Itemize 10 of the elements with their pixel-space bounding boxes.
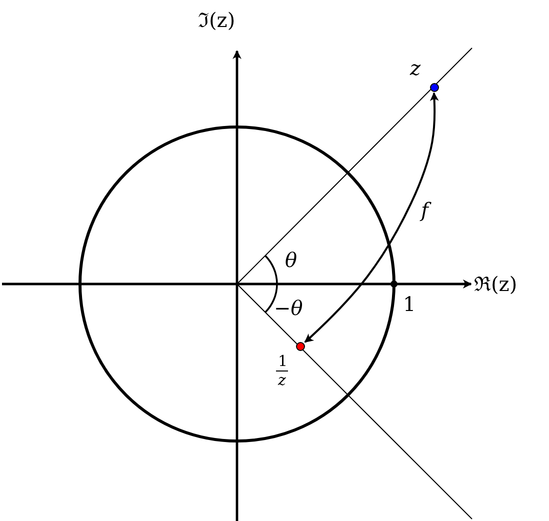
fraction-numerator: 1 [278,354,288,369]
axis-label: ℑ(z) [198,10,236,30]
angle-label: θ [285,250,298,270]
tick-label: 1 [403,294,416,314]
axis-label: ℜ(z) [474,274,518,294]
angle-label: −θ [274,298,303,318]
fraction-denominator: z [278,373,286,388]
point-dot [430,82,438,92]
point-dot [296,342,304,350]
point-label: z [410,58,421,78]
